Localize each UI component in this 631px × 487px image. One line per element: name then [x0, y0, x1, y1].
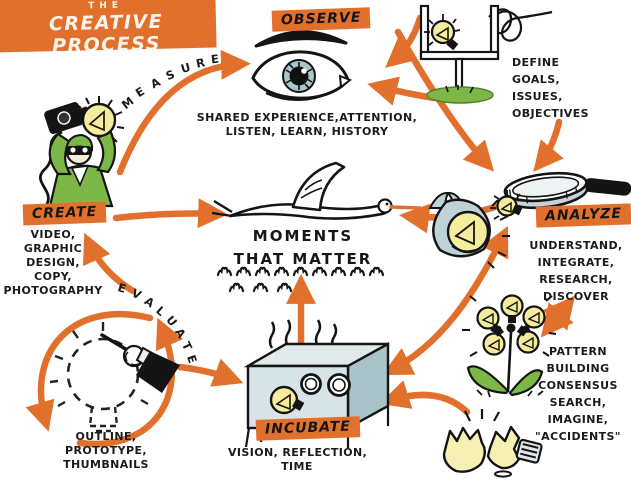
pen-icon [100, 333, 131, 353]
arrow-define-to-analyze [533, 118, 564, 172]
arrow-accidents-to-incubate [379, 380, 471, 416]
center-title: MOMENTS THAT MATTER [233, 227, 373, 268]
arrow-evaluate-to-create [82, 232, 137, 295]
arrow-create-to-center [112, 198, 228, 229]
observe-notes: SHARED EXPERIENCE,ATTENTION, LISTEN, LEA… [196, 111, 418, 138]
arrow-observe-to-analyze [394, 28, 495, 172]
stork-bundle-icon [211, 161, 510, 269]
drafting-hand-icon [49, 322, 180, 433]
idea-trail-squiggle [488, 8, 553, 42]
arrow-evaluate-cycle-left [25, 310, 154, 432]
bulb-petals [476, 294, 546, 356]
arrow-evaluate-to-incubate [176, 358, 244, 387]
incubate-notes: VISION, REFLECTION, TIME [228, 446, 368, 473]
arrow-measure-create-to-observe [116, 49, 251, 176]
page-title: CREATIVE PROCESS [48, 10, 164, 58]
outline-annotation: OUTLINE, PROTOTYPE, THUMBNAILS [63, 430, 149, 471]
hatching-egg-icon [442, 409, 543, 478]
pattern-annotation: PATTERN BUILDING CONSENSUS SEARCH, IMAGI… [535, 345, 621, 443]
arrow-right-to-observe [367, 76, 438, 106]
stage-chip-create: CREATE [22, 201, 107, 226]
bulb-flower-icon [462, 294, 557, 398]
define-annotation: DEFINE GOALS, ISSUES, OBJECTIVES [512, 56, 589, 120]
analyze-notes: UNDERSTAND, INTEGRATE, RESEARCH, DISCOVE… [529, 239, 623, 303]
stage-chip-observe: OBSERVE [271, 7, 371, 32]
camera-icon [44, 102, 84, 134]
goalpost-idea-icon [419, 4, 553, 104]
photographer-icon [39, 96, 125, 208]
arrow-evaluate-cycle-right [76, 317, 184, 448]
arrow-pattern-analyze-two-way [540, 295, 576, 338]
title-banner: THE CREATIVE PROCESS [0, 0, 217, 57]
lightbulb-icon [81, 102, 117, 138]
create-notes: VIDEO, GRAPHIC DESIGN, COPY, PHOTOGRAPHY [3, 228, 103, 297]
stage-chip-analyze: ANALYZE [535, 203, 631, 228]
eye-icon [251, 30, 352, 102]
arrow-goal-to-observe [385, 14, 424, 68]
stage-chip-incubate: INCUBATE [255, 416, 361, 441]
arrow-analyze-incubate-two-way [382, 225, 509, 376]
magnifier-icon [490, 171, 631, 220]
